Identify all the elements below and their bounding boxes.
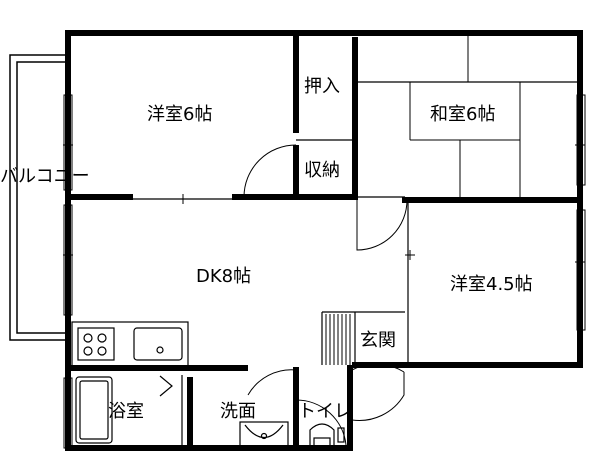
balcony-railing <box>9 54 69 341</box>
room-label-toilet: トイレ <box>298 401 352 422</box>
tatami-lines <box>409 33 521 200</box>
wash-basin <box>239 421 289 447</box>
room-label-shuno: 収納 <box>304 160 340 181</box>
room-label-western-6: 洋室6帖 <box>147 104 213 125</box>
door-markers <box>63 140 585 267</box>
room-label-japanese-6: 和室6帖 <box>430 104 496 125</box>
bathtub <box>75 375 173 444</box>
windows <box>63 94 586 449</box>
kitchen-counter <box>71 321 189 367</box>
room-label-genkan: 玄関 <box>360 330 396 351</box>
room-label-western-4-5: 洋室4.5帖 <box>450 274 533 295</box>
room-label-dk: DK8帖 <box>196 266 252 287</box>
room-label-oshiire: 押入 <box>304 76 340 97</box>
genkan-step <box>325 314 351 365</box>
room-label-washroom: 洗面 <box>220 401 256 422</box>
door-swings <box>243 144 408 446</box>
room-label-balcony: バルコニー <box>0 166 90 187</box>
toilet-fixture <box>309 423 345 447</box>
room-label-bath: 浴室 <box>108 401 144 422</box>
